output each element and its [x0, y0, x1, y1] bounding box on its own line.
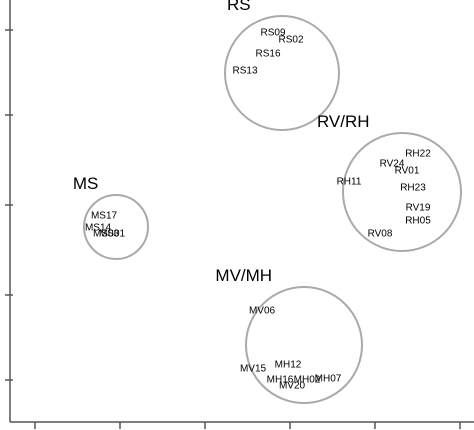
point-label-mv06: MV06 — [249, 306, 276, 317]
point-label-rs09: RS09 — [260, 28, 285, 39]
point-label-rv01: RV01 — [395, 166, 420, 177]
cluster-label-ms: MS — [73, 174, 99, 193]
point-label-rs13: RS13 — [232, 66, 257, 77]
cluster-circle-rs — [224, 15, 340, 131]
point-label-mh12: MH12 — [275, 360, 302, 371]
point-label-rh05: RH05 — [405, 216, 431, 227]
point-label-ms03: MS03 — [93, 229, 120, 240]
cluster-circle-rv-rh — [342, 132, 462, 252]
point-label-rh22: RH22 — [405, 149, 431, 160]
point-label-mv20: MV20 — [279, 381, 306, 392]
axes — [5, 0, 474, 429]
point-label-rv19: RV19 — [406, 203, 431, 214]
point-label-ms01: MS01 — [99, 229, 126, 240]
cluster-label-rs: RS — [227, 0, 251, 14]
point-label-ms14: MS14 — [85, 223, 112, 234]
point-label-rv24: RV24 — [380, 159, 405, 170]
point-label-rs02: RS02 — [278, 35, 303, 46]
point-label-rv08: RV08 — [368, 229, 393, 240]
cluster-label-rv-rh: RV/RH — [317, 112, 370, 131]
point-labels: RS09RS02RS16RS13RH22RV24RV01RH11RH23RV19… — [85, 28, 431, 392]
cluster-circle-ms — [83, 194, 149, 260]
cluster-label-mv-mh: MV/MH — [215, 266, 272, 285]
point-label-mh02: MH02 — [294, 375, 321, 386]
point-label-rs16: RS16 — [255, 49, 280, 60]
point-label-mh07: MH07 — [315, 374, 342, 385]
point-label-mh16: MH16 — [267, 375, 294, 386]
point-label-rh23: RH23 — [400, 183, 426, 194]
point-label-mv15: MV15 — [240, 364, 267, 375]
clusters: RS RV/RH MS MV/MH — [73, 0, 462, 404]
point-label-rh11: RH11 — [337, 177, 362, 188]
point-label-ms17: MS17 — [91, 211, 118, 222]
cluster-circle-mv-mh — [245, 286, 363, 404]
